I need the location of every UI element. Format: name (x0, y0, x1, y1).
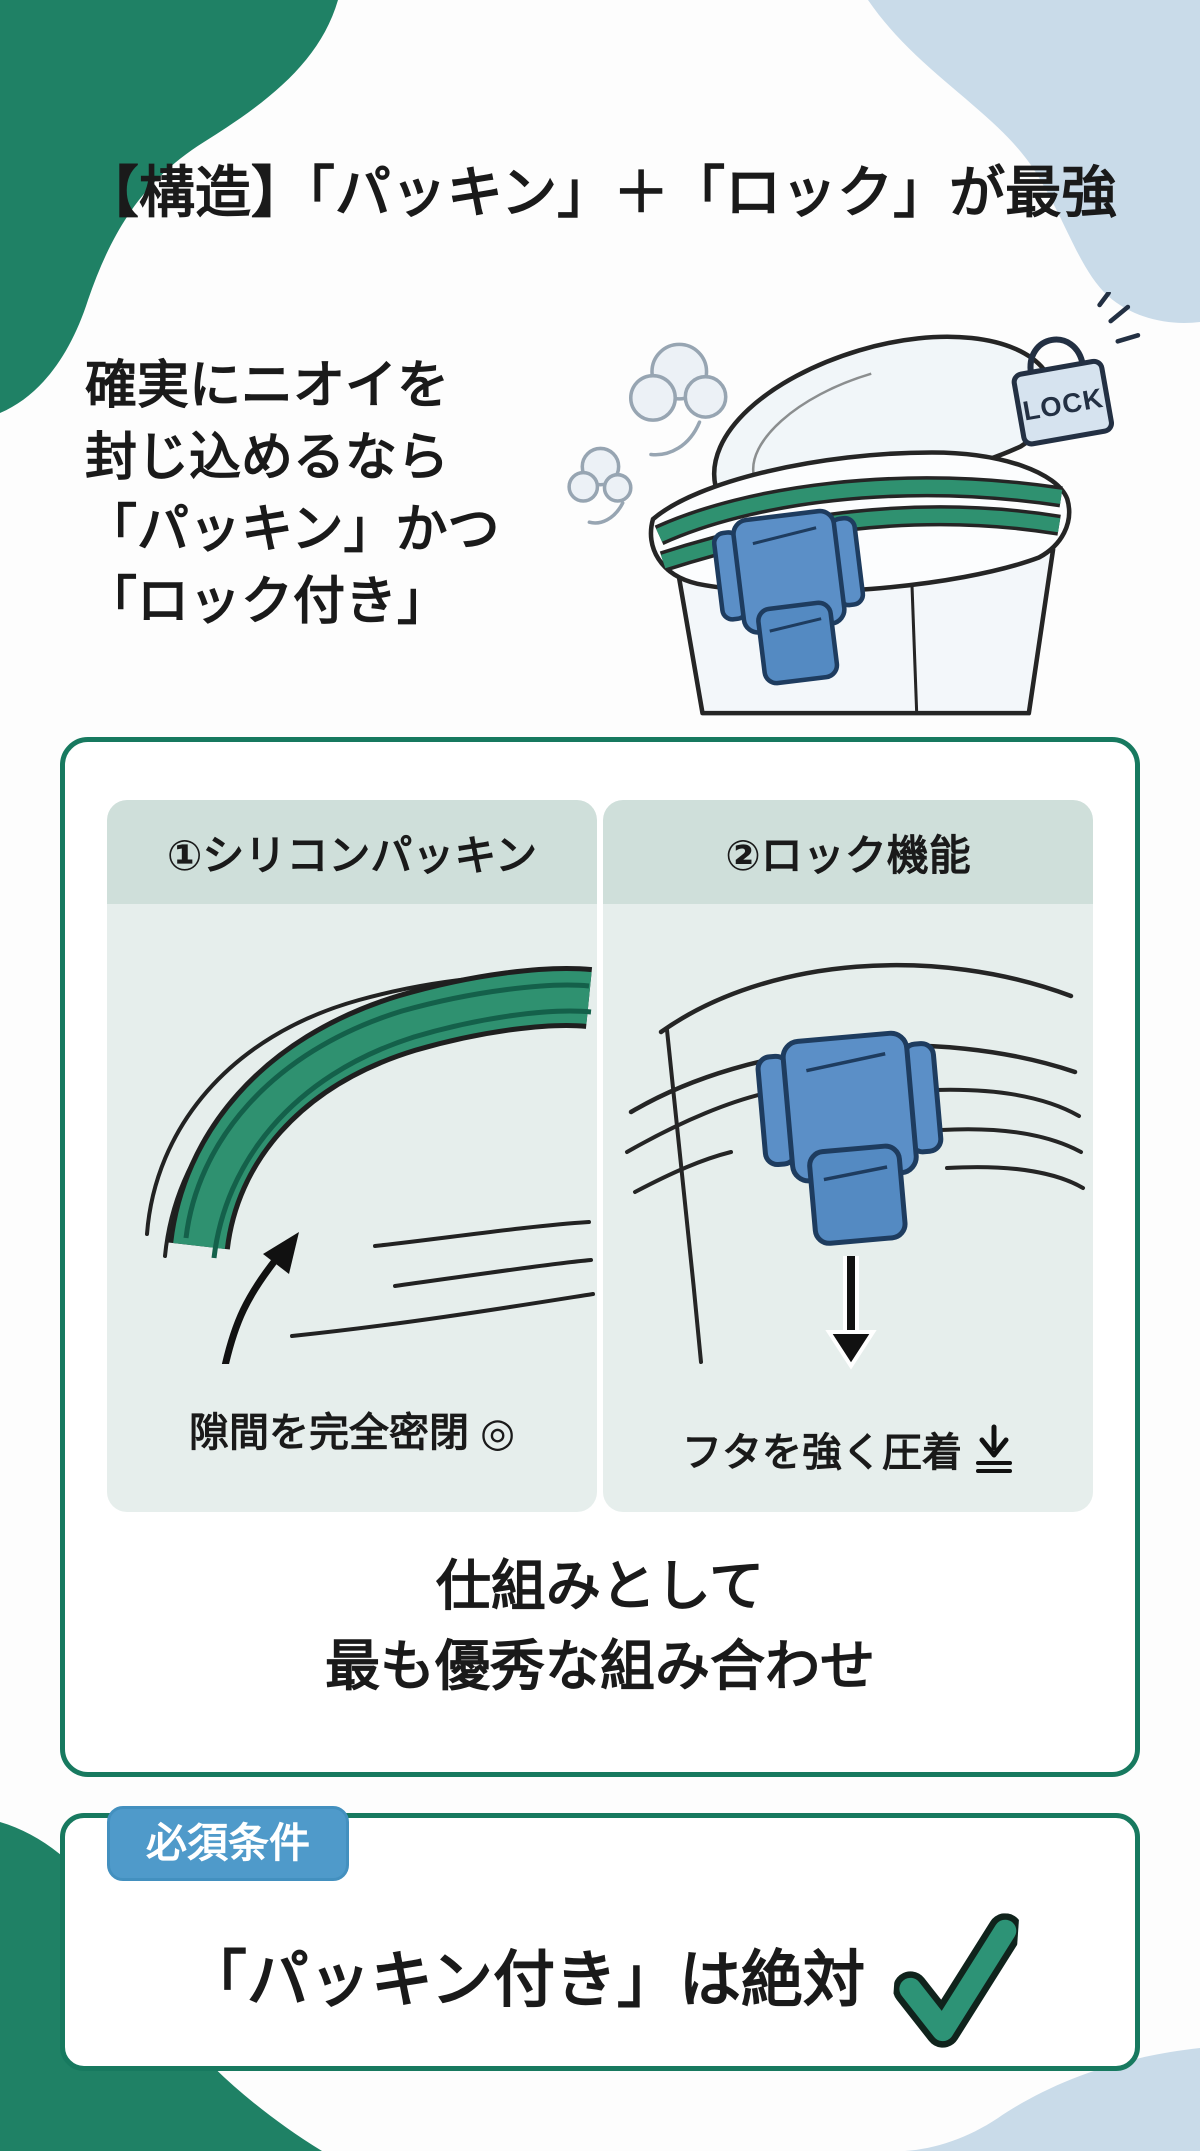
intro-text: 確実にニオイを 封じ込めるなら 「パッキン」かつ 「ロック付き」 (85, 350, 565, 638)
feature-box: ①シリコンパッキン (60, 737, 1140, 1777)
conclusion-text: 仕組みとして 最も優秀な組み合わせ (65, 1547, 1135, 1707)
requirement-box: 必須条件 「パッキン付き」は絶対 (60, 1806, 1140, 2071)
corner-blob-bottom-right (905, 2048, 1200, 2151)
lock-caption: フタを強く圧着 (603, 1404, 1093, 1512)
arrow-icon (221, 1232, 299, 1364)
panel-lock-function-header: ②ロック機能 (603, 800, 1093, 904)
corner-blob-top-left (0, 0, 338, 413)
press-down-icon (976, 1424, 1012, 1473)
intro-line-2: 封じ込めるなら (85, 429, 450, 487)
checkmark-icon (892, 1913, 1020, 2048)
requirement-text: 「パッキン付き」は絶対 (184, 1946, 866, 2015)
requirement-row: 「パッキン付き」は絶対 (65, 1882, 1135, 2066)
panel-lock-function: ②ロック機能 (603, 800, 1093, 1512)
gasket-caption-text: 隙間を完全密閉 ◎ (188, 1411, 515, 1455)
gasket-illustration (145, 966, 595, 1364)
down-arrow-icon (825, 1256, 877, 1370)
panel-silicone-gasket: ①シリコンパッキン (107, 800, 597, 1512)
panel-silicone-gasket-header: ①シリコンパッキン (107, 800, 597, 904)
lock-clip-illustration (625, 962, 1085, 1370)
lock-clip-closeup (755, 1030, 944, 1246)
intro-line-4: 「ロック付き」 (85, 573, 450, 631)
steam-icon (567, 342, 728, 525)
intro-line-1: 確実にニオイを (85, 357, 450, 415)
container-body-crease (910, 575, 919, 714)
corner-blob-top-right (868, 0, 1200, 323)
lock-clip (711, 508, 866, 686)
page-title: 【構造】「パッキン」＋「ロック」が最強 (82, 161, 1118, 224)
sparkle-icon (1097, 292, 1141, 344)
gasket-caption: 隙間を完全密閉 ◎ (107, 1364, 597, 1512)
lock-caption-text: フタを強く圧着 (682, 1431, 962, 1475)
conclusion-line-1: 仕組みとして (435, 1555, 765, 1617)
conclusion-line-2: 最も優秀な組み合わせ (324, 1634, 875, 1697)
requirement-badge: 必須条件 (107, 1806, 349, 1882)
container-illustration: LOCK (567, 292, 1141, 716)
container-lid-inner-line (751, 372, 872, 477)
intro-line-3: 「パッキン」かつ (85, 501, 500, 559)
lock-icon: LOCK (1011, 336, 1115, 447)
